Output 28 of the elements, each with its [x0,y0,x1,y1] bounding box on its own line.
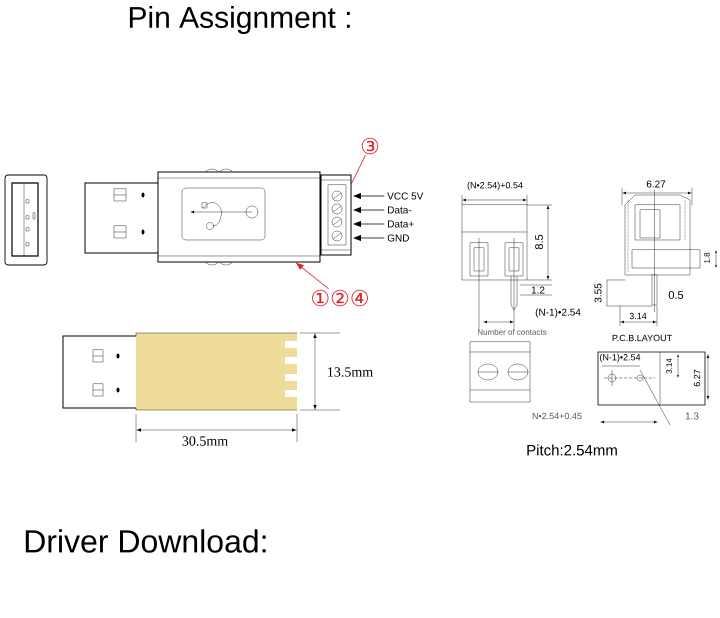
caption: Number of contacts [478,329,546,335]
dimension-label: 0.5 [668,291,684,299]
dimension-label: 3.14 [666,358,672,374]
dimension-label: 8.5 [535,234,543,250]
pin-label: Data- [388,206,412,214]
dimension-label: 3.55 [594,284,602,302]
dimension-label: 30.5mm [182,436,228,446]
dimension-label: N•2.54+0.45 [532,412,582,420]
callout-number: ③ [362,138,378,154]
dimension-label: 3.14 [630,312,646,320]
dimension-label: 6.27 [694,370,700,386]
dimension-label: 1.8 [704,252,710,263]
pin-label: VCC 5V [387,192,424,200]
callout-number: ①②④ [312,290,368,306]
dimension-label: 13.5mm [328,367,373,377]
dimension-label: 6.27 [646,180,666,188]
title: Pin Assignment : [130,6,350,34]
dimension-label: (N-1)•2.54 [600,354,640,362]
caption: P.C.B.LAYOUT [612,334,672,342]
dimension-label: (N•2.54)+0.54 [468,182,523,190]
dimension-label: 1.2 [532,286,544,294]
dimension-label: 1.3 [686,412,699,420]
dimension-label: (N-1)•2.54 [536,308,581,318]
leader-line [351,155,366,184]
pin-label: Data+ [388,220,414,228]
pin-label: GND [388,234,409,242]
heading: Driver Download: [26,529,266,553]
caption: Pitch:2.54mm [527,444,617,456]
